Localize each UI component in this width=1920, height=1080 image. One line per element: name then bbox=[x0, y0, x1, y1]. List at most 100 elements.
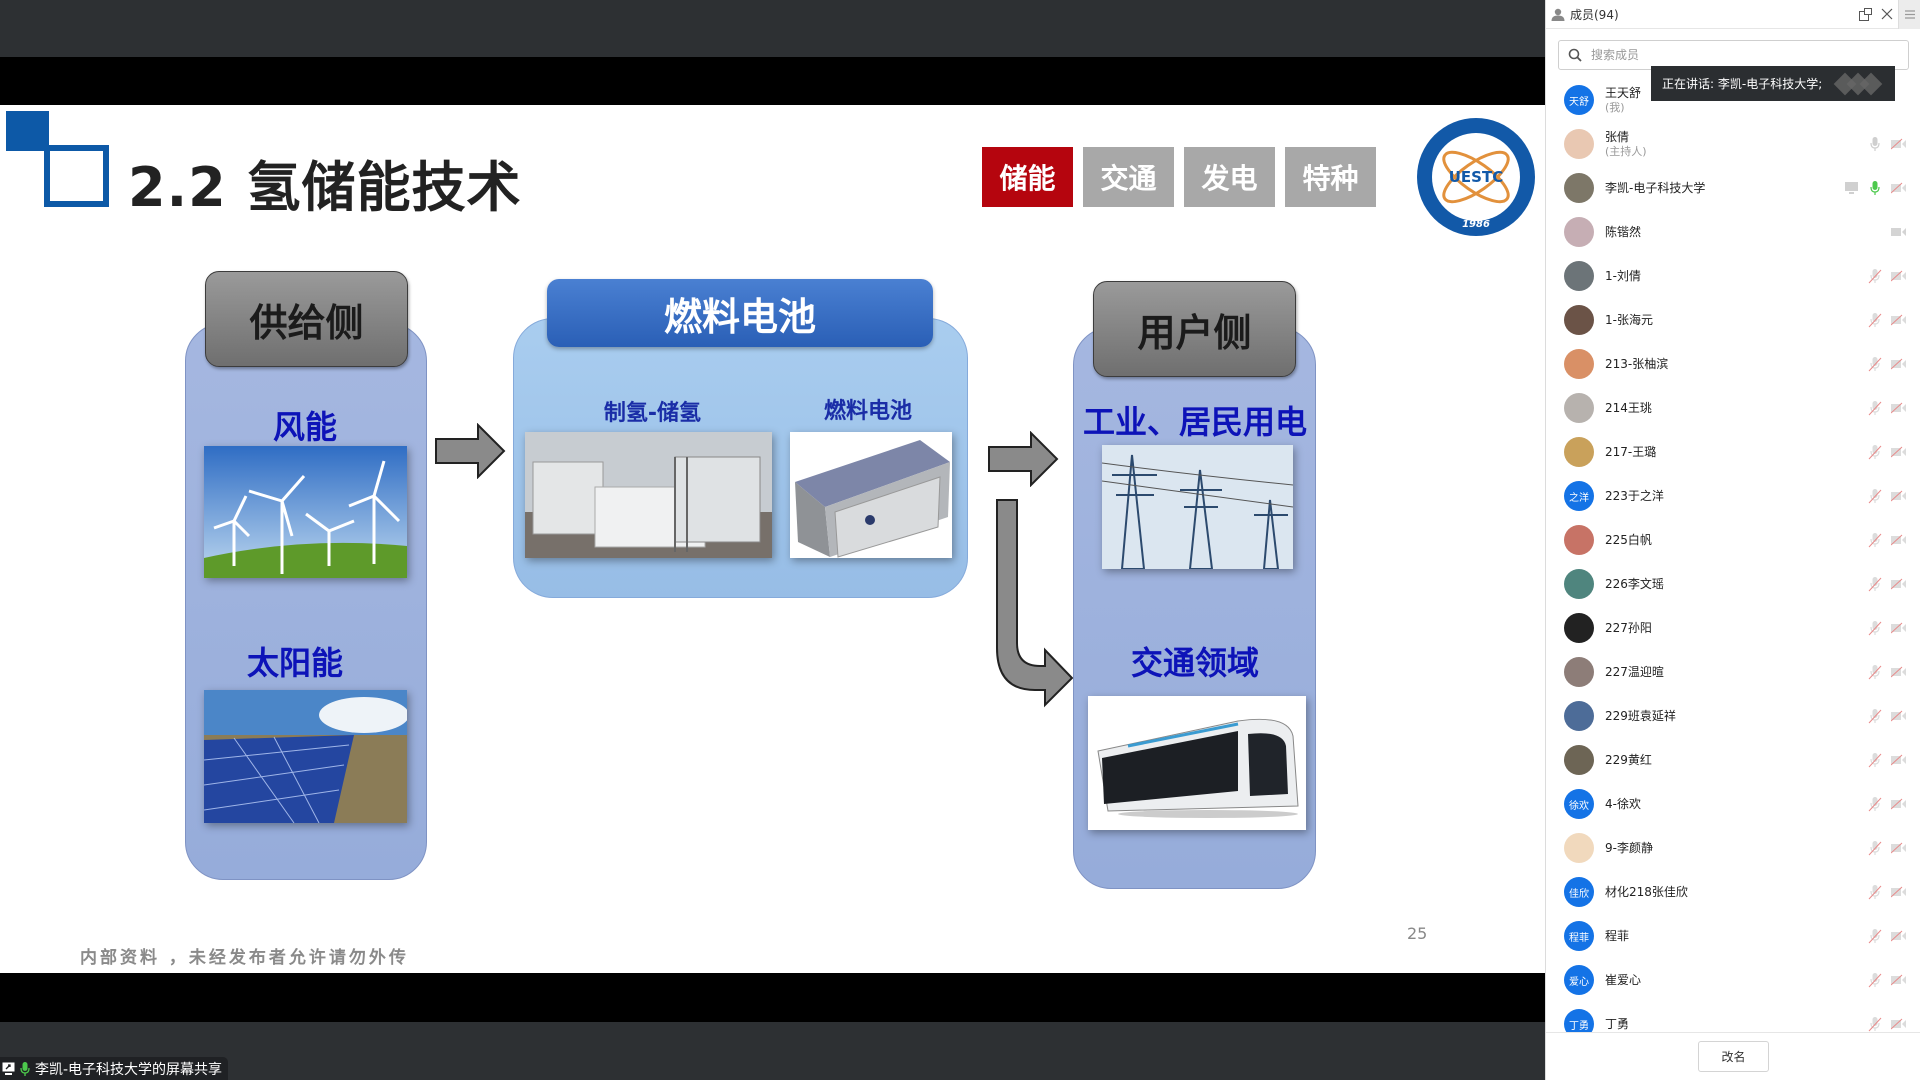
panel-menu-button[interactable] bbox=[1898, 0, 1920, 29]
camera-icon[interactable] bbox=[1891, 224, 1907, 240]
avatar bbox=[1564, 745, 1594, 775]
member-row[interactable]: 1-刘倩 bbox=[1546, 254, 1920, 298]
camera-off-icon[interactable] bbox=[1891, 1016, 1907, 1032]
camera-off-icon[interactable] bbox=[1891, 972, 1907, 988]
microphone-muted-icon[interactable] bbox=[1867, 488, 1883, 504]
close-panel-button[interactable] bbox=[1876, 0, 1898, 29]
member-name: 226李文瑶 bbox=[1605, 576, 1664, 591]
camera-off-icon[interactable] bbox=[1891, 268, 1907, 284]
presentation-slide: 2.2 氢储能技术 储能 交通 发电 特种 UESTC 1986 供给侧 风能 bbox=[0, 105, 1545, 973]
microphone-muted-icon[interactable] bbox=[1867, 796, 1883, 812]
fuel-cell-header: 燃料电池 bbox=[547, 279, 933, 347]
member-row[interactable]: 217-王璐 bbox=[1546, 430, 1920, 474]
camera-off-icon[interactable] bbox=[1891, 620, 1907, 636]
wind-energy-label: 风能 bbox=[272, 408, 337, 446]
member-row[interactable]: 陈锴然 bbox=[1546, 210, 1920, 254]
microphone-muted-icon[interactable] bbox=[1867, 972, 1883, 988]
category-tabs: 储能 交通 发电 特种 bbox=[982, 147, 1376, 207]
member-name: 9-李颜静 bbox=[1605, 840, 1653, 855]
microphone-muted-icon[interactable] bbox=[1867, 664, 1883, 680]
camera-off-icon[interactable] bbox=[1891, 576, 1907, 592]
arrow-right-supply-to-fuelcell bbox=[435, 423, 506, 479]
avatar: 之洋 bbox=[1564, 481, 1594, 511]
member-row[interactable]: 226李文瑶 bbox=[1546, 562, 1920, 606]
camera-off-icon[interactable] bbox=[1891, 796, 1907, 812]
fuel-cell-label: 燃料电池 bbox=[823, 399, 912, 424]
uestc-logo: UESTC 1986 bbox=[1417, 118, 1535, 236]
member-row[interactable]: 李凯-电子科技大学 bbox=[1546, 166, 1920, 210]
member-row[interactable]: 9-李颜静 bbox=[1546, 826, 1920, 870]
member-row[interactable]: 丁勇丁勇 bbox=[1546, 1002, 1920, 1032]
microphone-muted-icon[interactable] bbox=[1867, 620, 1883, 636]
members-panel-title: 成员(94) bbox=[1570, 7, 1619, 22]
category-tab-power-generation[interactable]: 发电 bbox=[1184, 147, 1275, 207]
search-icon bbox=[1568, 48, 1582, 62]
industrial-residential-power-label: 工业、居民用电 bbox=[1082, 403, 1307, 441]
speaking-indicator-tooltip: 正在讲话: 李凯-电子科技大学; bbox=[1651, 66, 1895, 101]
member-row[interactable]: 225白帆 bbox=[1546, 518, 1920, 562]
member-row[interactable]: 天舒王天舒(我) bbox=[1546, 78, 1920, 122]
camera-off-icon[interactable] bbox=[1891, 180, 1907, 196]
microphone-muted-icon[interactable] bbox=[1867, 1016, 1883, 1032]
member-row[interactable]: 程菲程菲 bbox=[1546, 914, 1920, 958]
microphone-muted-icon[interactable] bbox=[1867, 444, 1883, 460]
camera-off-icon[interactable] bbox=[1891, 488, 1907, 504]
avatar bbox=[1564, 305, 1594, 335]
microphone-muted-icon[interactable] bbox=[1867, 928, 1883, 944]
camera-off-icon[interactable] bbox=[1891, 664, 1907, 680]
member-row[interactable]: 213-张柚滨 bbox=[1546, 342, 1920, 386]
member-row[interactable]: 爱心崔爱心 bbox=[1546, 958, 1920, 1002]
camera-off-icon[interactable] bbox=[1891, 752, 1907, 768]
category-tab-transport[interactable]: 交通 bbox=[1083, 147, 1174, 207]
screen-sharing-icon[interactable] bbox=[1843, 180, 1859, 196]
microphone-muted-icon[interactable] bbox=[1867, 356, 1883, 372]
microphone-muted-icon[interactable] bbox=[1867, 884, 1883, 900]
camera-off-icon[interactable] bbox=[1891, 840, 1907, 856]
camera-off-icon[interactable] bbox=[1891, 444, 1907, 460]
avatar: 程菲 bbox=[1564, 921, 1594, 951]
member-row[interactable]: 229班袁延祥 bbox=[1546, 694, 1920, 738]
category-tab-storage[interactable]: 储能 bbox=[982, 147, 1073, 207]
member-row[interactable]: 229黄红 bbox=[1546, 738, 1920, 782]
member-name: 陈锴然 bbox=[1605, 224, 1642, 239]
microphone-muted-icon[interactable] bbox=[1867, 840, 1883, 856]
microphone-muted-icon[interactable] bbox=[1867, 400, 1883, 416]
microphone-icon[interactable] bbox=[1867, 136, 1883, 152]
camera-off-icon[interactable] bbox=[1891, 356, 1907, 372]
microphone-muted-icon[interactable] bbox=[1867, 268, 1883, 284]
member-row[interactable]: 佳欣材化218张佳欣 bbox=[1546, 870, 1920, 914]
members-panel-header: 成员(94) bbox=[1546, 0, 1920, 29]
member-row[interactable]: 214王珧 bbox=[1546, 386, 1920, 430]
camera-off-icon[interactable] bbox=[1891, 708, 1907, 724]
camera-off-icon[interactable] bbox=[1891, 136, 1907, 152]
microphone-muted-icon[interactable] bbox=[1867, 708, 1883, 724]
microphone-active-icon[interactable] bbox=[1867, 180, 1883, 196]
arrow-curved-down-to-transport bbox=[996, 499, 1074, 708]
microphone-muted-icon[interactable] bbox=[1867, 532, 1883, 548]
camera-off-icon[interactable] bbox=[1891, 400, 1907, 416]
microphone-muted-icon[interactable] bbox=[1867, 576, 1883, 592]
avatar bbox=[1564, 129, 1594, 159]
close-icon bbox=[1881, 8, 1893, 20]
member-row[interactable]: 1-张海元 bbox=[1546, 298, 1920, 342]
camera-off-icon[interactable] bbox=[1891, 928, 1907, 944]
member-role: (主持人) bbox=[1605, 144, 1647, 158]
member-search-input[interactable] bbox=[1591, 48, 1891, 62]
member-name: 丁勇 bbox=[1605, 1016, 1630, 1031]
microphone-muted-icon[interactable] bbox=[1867, 312, 1883, 328]
microphone-muted-icon[interactable] bbox=[1867, 752, 1883, 768]
rename-button[interactable]: 改名 bbox=[1698, 1041, 1769, 1072]
category-tab-special[interactable]: 特种 bbox=[1285, 147, 1376, 207]
member-row[interactable]: 张倩(主持人) bbox=[1546, 122, 1920, 166]
avatar bbox=[1564, 701, 1594, 731]
person-icon bbox=[1551, 8, 1565, 21]
pop-out-button[interactable] bbox=[1854, 0, 1876, 29]
camera-off-icon[interactable] bbox=[1891, 884, 1907, 900]
camera-off-icon[interactable] bbox=[1891, 312, 1907, 328]
member-row[interactable]: 227孙阳 bbox=[1546, 606, 1920, 650]
member-row[interactable]: 227温迎暄 bbox=[1546, 650, 1920, 694]
camera-off-icon[interactable] bbox=[1891, 532, 1907, 548]
